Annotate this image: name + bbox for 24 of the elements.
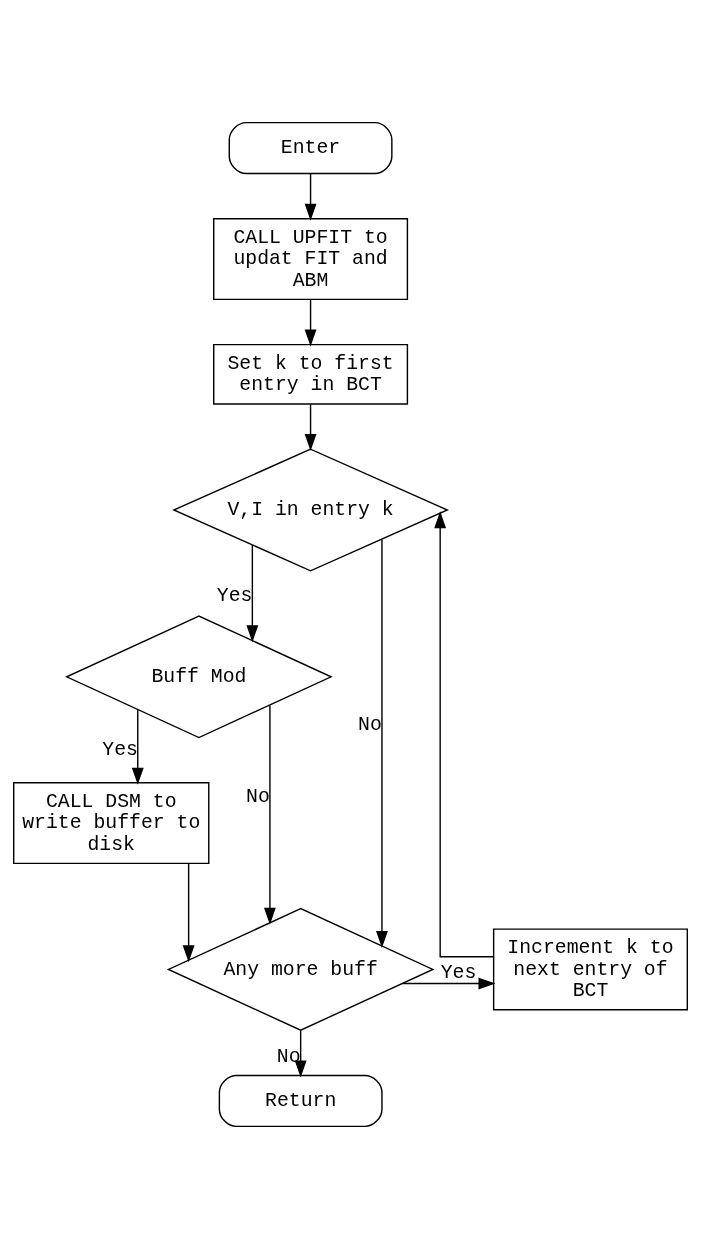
edge-label: No (276, 1045, 301, 1068)
edge-label: Yes (440, 962, 477, 985)
node-box: Set k to first entry in BCT (213, 343, 409, 405)
node-box: CALL UPFIT to updat FIT and ABM (213, 218, 409, 301)
arrow (376, 538, 388, 949)
node-box: Return (218, 1074, 383, 1128)
node-box: Enter (228, 121, 393, 175)
arrow (304, 403, 317, 451)
arrow (304, 298, 317, 347)
node-box: CALL DSM to write buffer to disk (13, 782, 210, 865)
edge-label: No (358, 714, 382, 737)
arrow (401, 977, 496, 990)
arrow (182, 862, 195, 963)
arrow (304, 173, 317, 221)
edge-label: No (246, 785, 270, 808)
arrow (263, 704, 276, 925)
node-diamond: Buff Mod (65, 615, 333, 739)
arrow (434, 511, 495, 958)
arrow (131, 708, 144, 785)
edge-label: Yes (102, 738, 138, 761)
arrow (246, 544, 259, 643)
arrow (294, 1029, 307, 1078)
edge-label: Yes (216, 585, 253, 608)
node-box: Increment k to next entry of BCT (492, 928, 688, 1011)
